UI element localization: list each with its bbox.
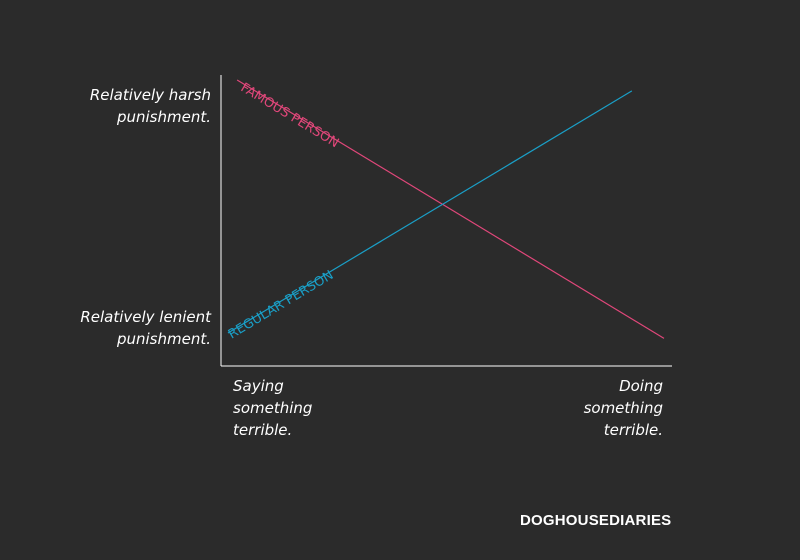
- credit-logo: DOGHOUSEDIARIES: [520, 512, 672, 529]
- series-label-regular-person: REGULAR PERSON: [226, 268, 336, 342]
- series-line-regular-person: [227, 90, 633, 334]
- y-tick-label-high: Relatively harsh punishment.: [89, 86, 211, 126]
- series-label-famous-person: FAMOUS PERSON: [238, 80, 341, 151]
- x-tick-label-low: Saying something terrible.: [233, 377, 313, 439]
- x-tick-label-high: Doing something terrible.: [583, 377, 663, 439]
- y-tick-label-low: Relatively lenient punishment.: [80, 308, 211, 348]
- series-line-famous-person: [236, 79, 665, 339]
